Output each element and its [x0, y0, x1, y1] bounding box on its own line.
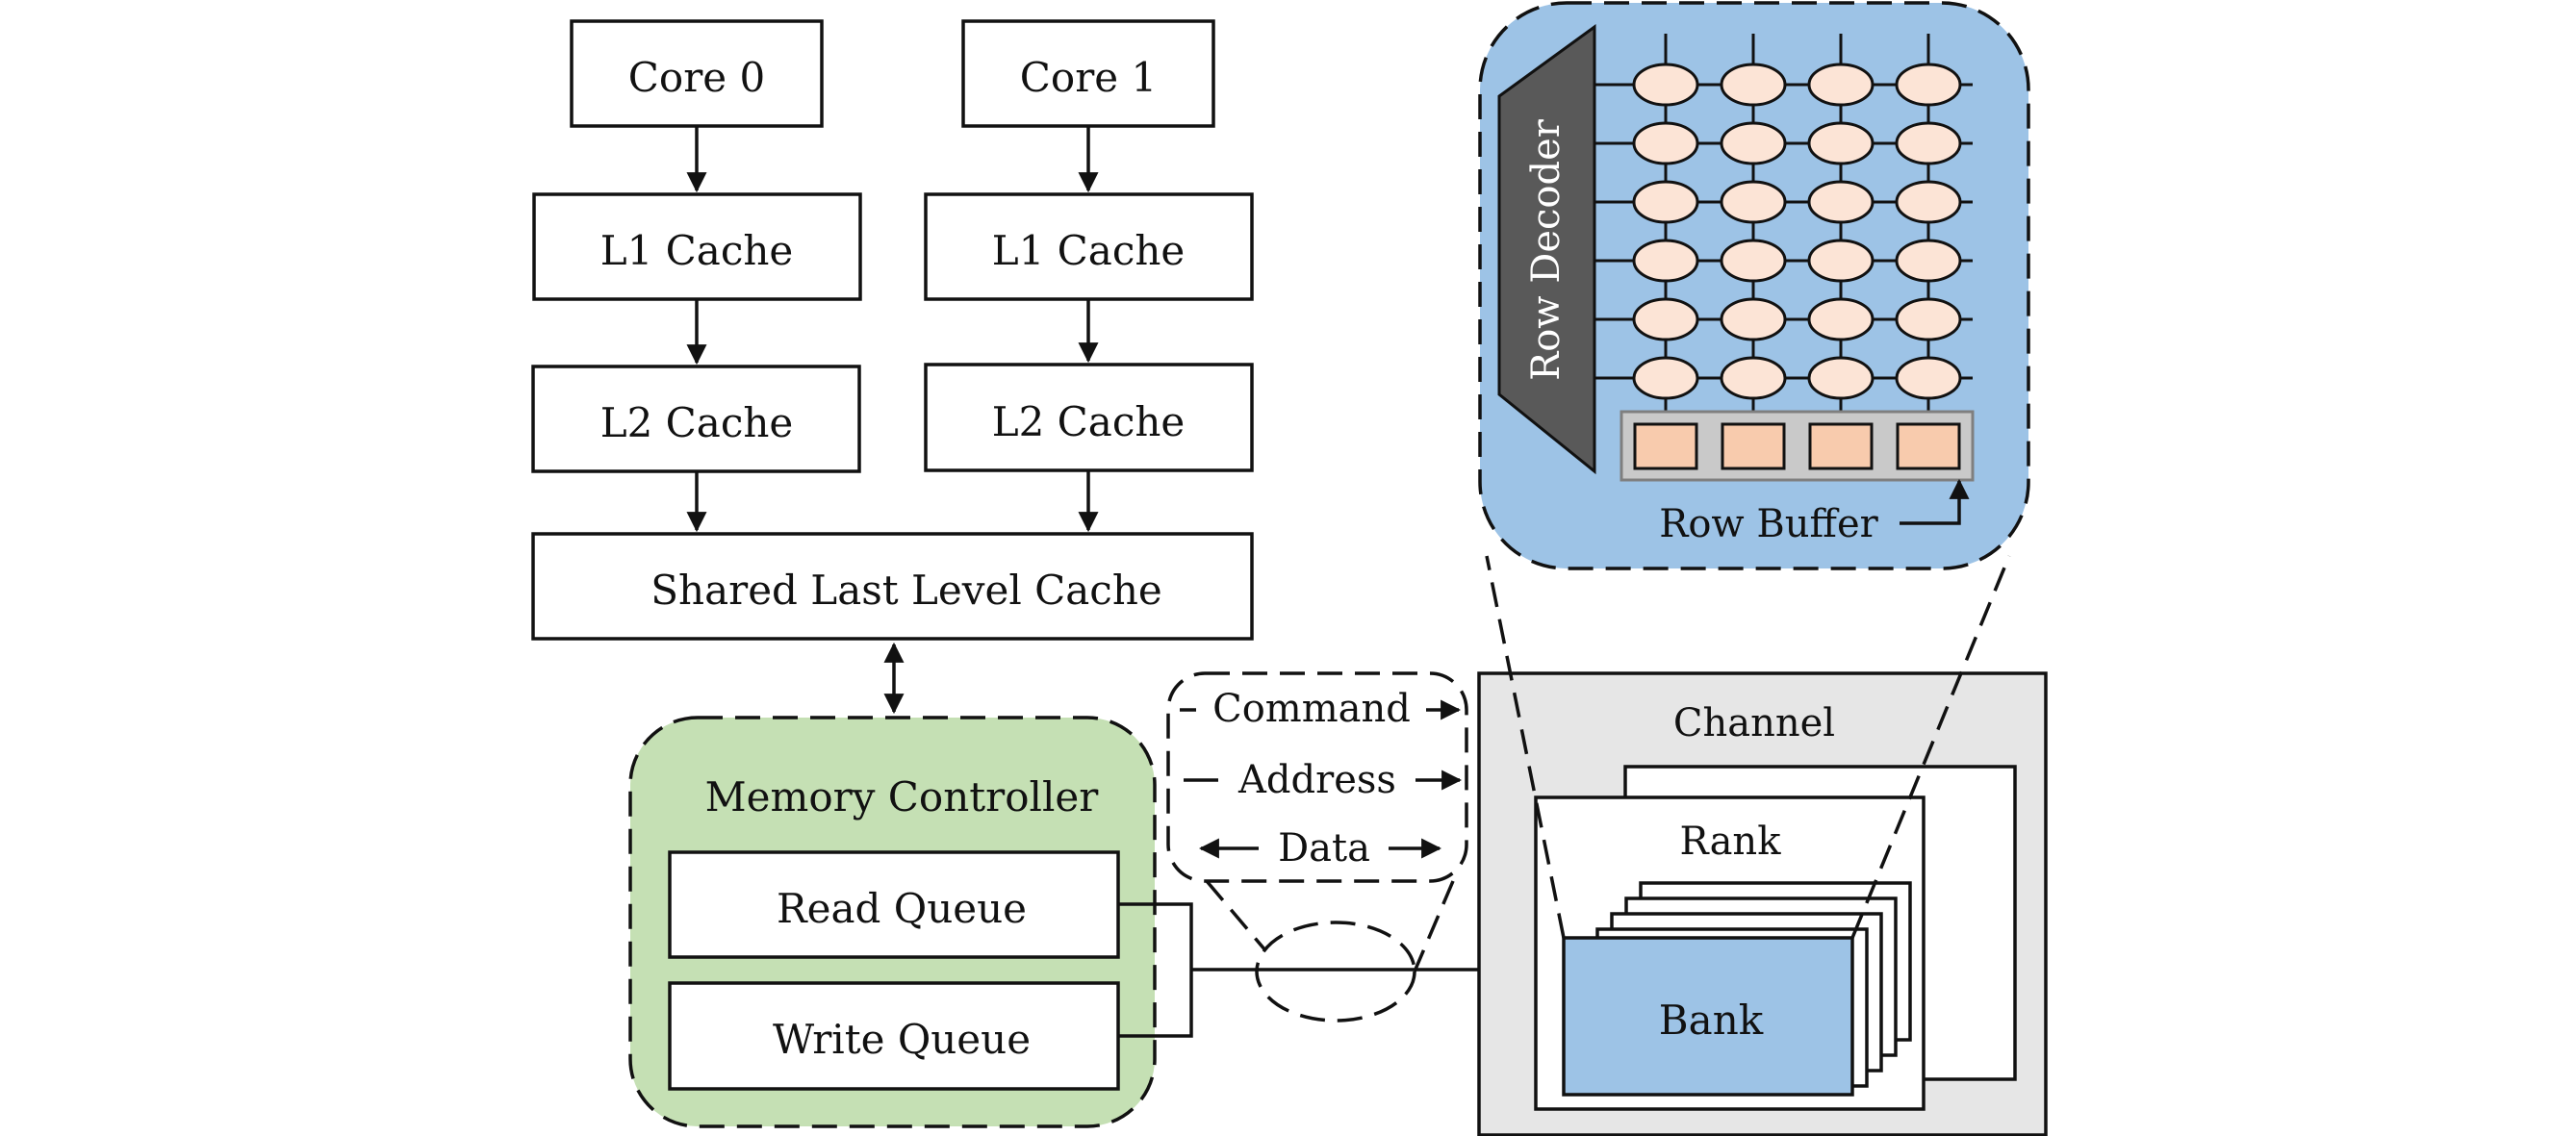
memory-cell	[1807, 121, 1875, 165]
memory-cell	[1895, 356, 1962, 400]
core1-l2-label: L2 Cache	[992, 398, 1186, 445]
read-queue-box	[668, 850, 1120, 959]
memory-cell	[1720, 121, 1787, 165]
row-buffer-arrow	[1900, 478, 1970, 525]
cell-array	[1594, 34, 1973, 423]
core0-box	[570, 19, 824, 128]
memory-cell	[1807, 297, 1875, 341]
memory-cell	[1632, 239, 1699, 283]
address-label: Address	[1237, 758, 1396, 802]
read-queue-label: Read Queue	[777, 885, 1027, 932]
row-decoder-label: Row Decoder	[1524, 118, 1569, 381]
memory-cell	[1807, 63, 1875, 107]
memory-cell	[1720, 63, 1787, 107]
core0-l2-box	[531, 365, 861, 473]
memory-cell	[1807, 356, 1875, 400]
memory-cell	[1807, 239, 1875, 283]
row-decoder-shape	[1497, 24, 1596, 475]
core0-stack: Core 0 L1 Cache L2 Cache	[531, 19, 862, 533]
memory-cell	[1632, 180, 1699, 224]
core1-stack: Core 1 L1 Cache L2 Cache	[924, 19, 1254, 533]
row-buffer-cell	[1721, 422, 1786, 470]
memory-cell	[1632, 121, 1699, 165]
memory-cell	[1720, 297, 1787, 341]
memory-cell	[1632, 63, 1699, 107]
core0-l2-label: L2 Cache	[600, 399, 794, 446]
bus-callout-left-line	[1205, 879, 1267, 952]
command-label: Command	[1212, 687, 1411, 731]
dram-channel: Channel Rank Bank	[1477, 671, 2048, 1136]
data-label: Data	[1278, 826, 1370, 871]
bank-box	[1562, 936, 1854, 1097]
memory-cell	[1632, 297, 1699, 341]
llc-label: Shared Last Level Cache	[650, 567, 1161, 614]
memory-controller-title: Memory Controller	[705, 773, 1100, 820]
zoom-line-right	[1850, 555, 2011, 939]
core1-label: Core 1	[1020, 54, 1157, 101]
write-queue-label: Write Queue	[773, 1016, 1031, 1063]
core0-label: Core 0	[628, 54, 765, 101]
llc-box	[531, 532, 1254, 641]
channel-label: Channel	[1673, 701, 1835, 745]
row-buffer-cells	[1633, 422, 1961, 470]
bank-detail: Row Decoder Row Buffer	[1478, 1, 2030, 570]
core0-l1-label: L1 Cache	[600, 227, 794, 274]
row-buffer-cell	[1896, 422, 1961, 470]
memory-cell	[1895, 239, 1962, 283]
bank-label: Bank	[1659, 997, 1764, 1044]
core0-l1-box	[532, 192, 862, 301]
row-buffer-cell	[1633, 422, 1698, 470]
memory-cell	[1720, 180, 1787, 224]
bus-signals-box	[1166, 671, 1468, 883]
bus-signals: Command Address Data	[1166, 671, 1468, 1022]
row-buffer-cell	[1808, 422, 1874, 470]
memory-cell	[1632, 356, 1699, 400]
memory-cell	[1720, 239, 1787, 283]
memory-cell	[1895, 121, 1962, 165]
memory-controller: Memory Controller Read Queue Write Queue	[628, 716, 1157, 1128]
core1-l1-label: L1 Cache	[992, 227, 1186, 274]
row-buffer-label: Row Buffer	[1659, 502, 1878, 546]
memory-cell	[1720, 356, 1787, 400]
rank-label: Rank	[1680, 820, 1782, 864]
bus-callout-right-line	[1413, 880, 1455, 972]
memory-cell	[1895, 297, 1962, 341]
write-queue-box	[668, 981, 1120, 1091]
bus-signals-ellipse	[1255, 921, 1416, 1022]
memory-cell	[1807, 180, 1875, 224]
memory-cell	[1895, 63, 1962, 107]
memory-cell	[1895, 180, 1962, 224]
zoom-line-left	[1485, 555, 1566, 939]
queue-bus-connectors	[1118, 902, 1479, 1038]
